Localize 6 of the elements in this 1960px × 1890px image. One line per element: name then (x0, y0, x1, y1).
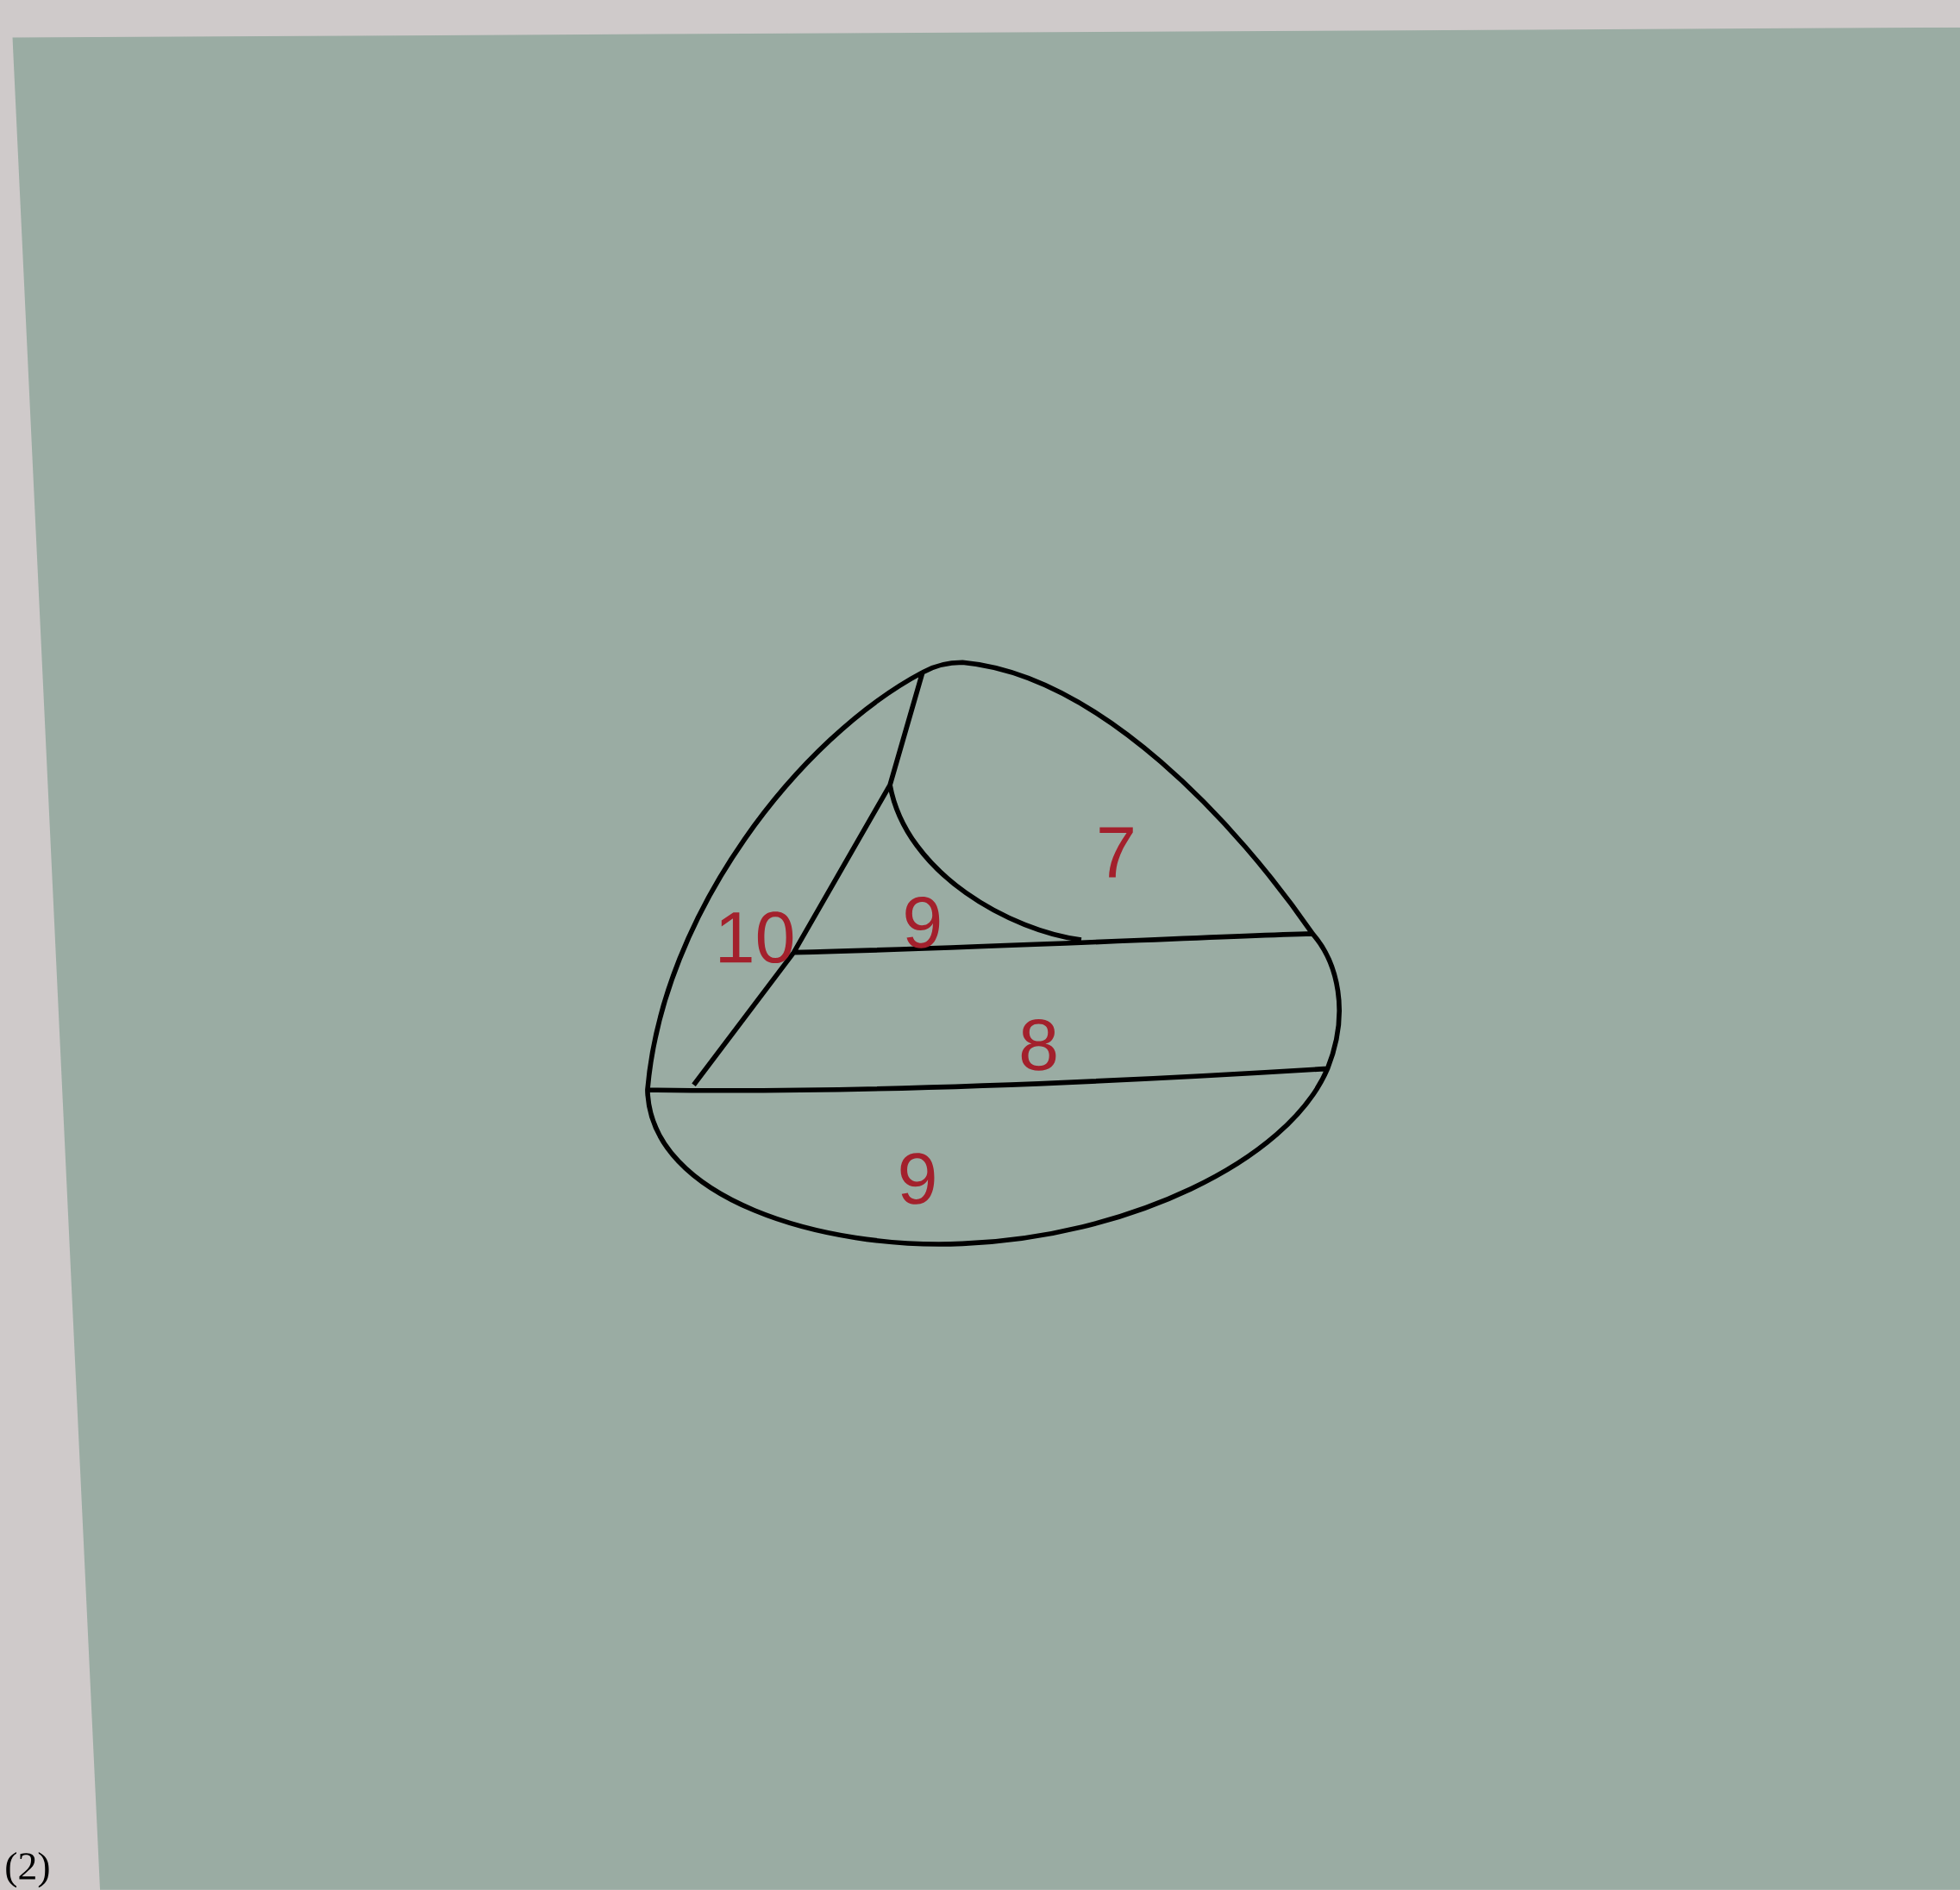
region-number: 9 (900, 1153, 935, 1205)
region-number: 10 (720, 911, 793, 964)
region-number: 8 (1021, 1019, 1056, 1071)
region-number: 9 (905, 896, 940, 948)
figure-number: (2) (6, 1851, 49, 1888)
region-number: 7 (1099, 827, 1133, 878)
